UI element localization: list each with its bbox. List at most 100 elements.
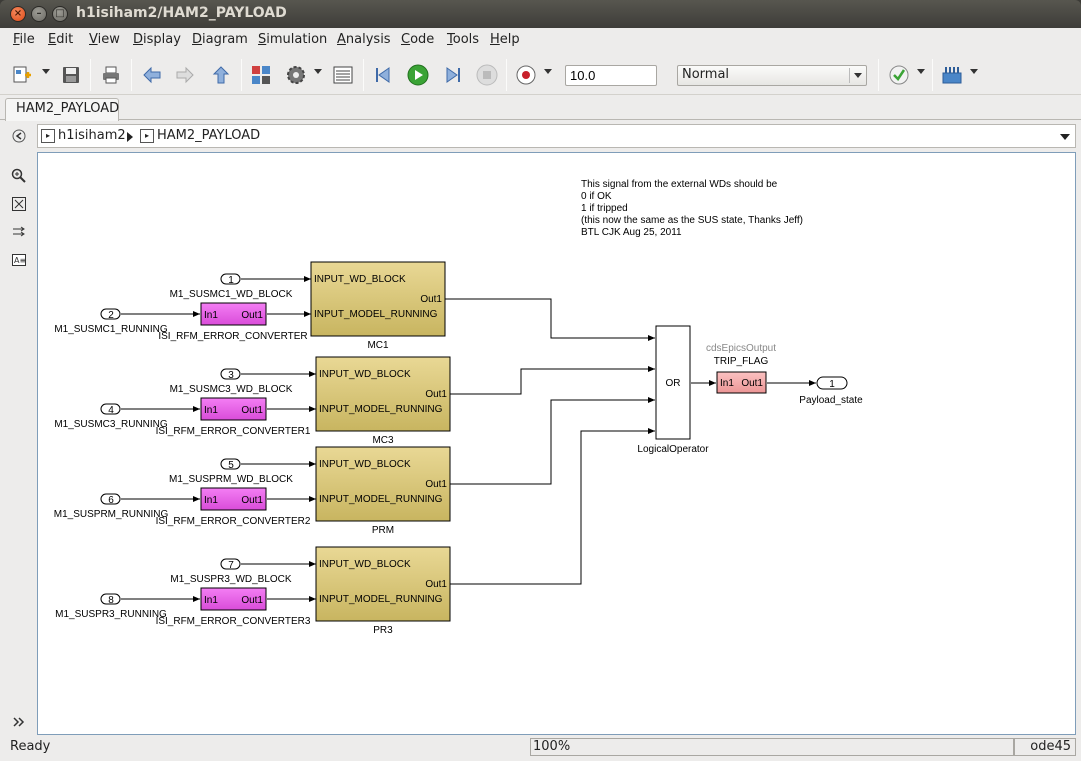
block-name: MC3 bbox=[372, 435, 394, 446]
address-dropdown-icon[interactable] bbox=[1060, 134, 1070, 140]
inport-block[interactable] bbox=[220, 368, 241, 380]
model-advisor-dropdown-icon[interactable] bbox=[917, 69, 925, 74]
inport-label: M1_SUSMC3_WD_BLOCK bbox=[170, 384, 293, 395]
outport-number: 1 bbox=[829, 379, 835, 390]
port-label: INPUT_WD_BLOCK bbox=[319, 559, 411, 570]
menu-tools[interactable]: Tools bbox=[447, 32, 480, 47]
zoom-icon[interactable] bbox=[11, 168, 27, 184]
new-model-icon[interactable] bbox=[10, 63, 34, 87]
error-converter-block[interactable] bbox=[200, 587, 267, 611]
solver-name: ode45 bbox=[1014, 738, 1076, 756]
logical-op-label: OR bbox=[666, 378, 681, 389]
inport-block[interactable] bbox=[220, 558, 241, 570]
hide-browser-icon[interactable] bbox=[12, 129, 26, 143]
annotation-note-line: BTL CJK Aug 25, 2011 bbox=[581, 227, 682, 238]
inport-block[interactable] bbox=[100, 493, 121, 505]
menu-bar: File Edit View Display Diagram Simulatio… bbox=[0, 28, 1081, 54]
diagram-canvas[interactable]: This signal from the external WDs should… bbox=[37, 152, 1076, 735]
inport-number: 3 bbox=[228, 370, 234, 381]
signal-arrowhead bbox=[304, 276, 311, 282]
up-icon[interactable] bbox=[209, 63, 233, 87]
subsystem-block[interactable] bbox=[310, 261, 446, 337]
run-icon[interactable] bbox=[406, 63, 430, 87]
library-browser-icon[interactable] bbox=[249, 63, 273, 87]
build-dropdown-icon[interactable] bbox=[970, 69, 978, 74]
menu-analysis[interactable]: Analysis bbox=[337, 32, 391, 47]
menu-edit[interactable]: Edit bbox=[48, 32, 74, 47]
signal-arrowhead bbox=[193, 311, 200, 317]
menu-display[interactable]: Display bbox=[133, 32, 181, 47]
stop-icon[interactable] bbox=[475, 63, 499, 87]
new-model-dropdown-icon[interactable] bbox=[42, 69, 50, 74]
menu-simulation[interactable]: Simulation bbox=[258, 32, 328, 47]
subsystem-block[interactable] bbox=[315, 446, 451, 522]
outport-block[interactable] bbox=[816, 376, 848, 390]
menu-help[interactable]: Help bbox=[490, 32, 520, 47]
maximize-window-button[interactable]: □ bbox=[52, 6, 68, 22]
epics-output-block[interactable] bbox=[716, 371, 767, 394]
error-converter-block[interactable] bbox=[200, 302, 267, 326]
record-icon[interactable] bbox=[514, 63, 538, 87]
inport-label: M1_SUSMC1_RUNNING bbox=[54, 324, 168, 335]
block-name: ISI_RFM_ERROR_CONVERTER1 bbox=[156, 426, 311, 437]
title-bar: × – □ h1isiham2/HAM2_PAYLOAD bbox=[0, 0, 1081, 28]
model-config-dropdown-icon[interactable] bbox=[314, 69, 322, 74]
inport-number: 6 bbox=[108, 495, 114, 506]
signal-arrowhead bbox=[309, 596, 316, 602]
model-explorer-icon[interactable] bbox=[331, 63, 355, 87]
signal-arrowhead bbox=[309, 406, 316, 412]
back-icon[interactable] bbox=[140, 63, 164, 87]
signal-arrowhead bbox=[648, 428, 655, 434]
inport-block[interactable] bbox=[100, 403, 121, 415]
port-label: INPUT_WD_BLOCK bbox=[319, 459, 411, 470]
breadcrumb-item-h1isiham2[interactable]: ▸ h1isiham2 bbox=[41, 128, 126, 143]
port-label: Out1 bbox=[425, 479, 447, 490]
menu-code[interactable]: Code bbox=[401, 32, 435, 47]
window-title: h1isiham2/HAM2_PAYLOAD bbox=[76, 5, 287, 21]
inport-block[interactable] bbox=[220, 273, 241, 285]
block-name: PR3 bbox=[373, 625, 393, 636]
port-label: Out1 bbox=[241, 310, 263, 321]
subsystem-block[interactable] bbox=[315, 356, 451, 432]
fit-to-view-icon[interactable] bbox=[11, 196, 27, 212]
forward-icon[interactable] bbox=[173, 63, 197, 87]
arrow-tool-icon[interactable] bbox=[11, 224, 27, 240]
error-converter-block[interactable] bbox=[200, 487, 267, 511]
port-label: Out1 bbox=[741, 378, 763, 389]
save-icon[interactable] bbox=[59, 63, 83, 87]
expand-palette-icon[interactable] bbox=[11, 714, 27, 730]
block-name: MC1 bbox=[367, 340, 389, 351]
port-label: Out1 bbox=[425, 389, 447, 400]
inport-block[interactable] bbox=[220, 458, 241, 470]
menu-view[interactable]: View bbox=[89, 32, 120, 47]
subsystem-block[interactable] bbox=[315, 546, 451, 622]
model-config-icon[interactable] bbox=[284, 63, 308, 87]
close-window-button[interactable]: × bbox=[10, 6, 26, 22]
print-icon[interactable] bbox=[99, 63, 123, 87]
breadcrumb-item-ham2-payload[interactable]: ▸ HAM2_PAYLOAD bbox=[140, 128, 260, 143]
tab-ham2-payload[interactable]: HAM2_PAYLOAD bbox=[5, 98, 119, 121]
breadcrumb-separator-icon bbox=[127, 132, 133, 142]
inport-label: M1_SUSPRM_RUNNING bbox=[54, 509, 169, 520]
annotation-note-line: (this now the same as the SUS state, Tha… bbox=[581, 215, 803, 226]
inport-block[interactable] bbox=[100, 593, 121, 605]
inport-block[interactable] bbox=[100, 308, 121, 320]
port-label: INPUT_MODEL_RUNNING bbox=[319, 494, 443, 505]
record-dropdown-icon[interactable] bbox=[544, 69, 552, 74]
palette-toolbar: A≡ bbox=[0, 152, 36, 734]
menu-diagram[interactable]: Diagram bbox=[192, 32, 248, 47]
port-label: Out1 bbox=[241, 495, 263, 506]
build-icon[interactable] bbox=[940, 63, 964, 87]
step-back-icon[interactable] bbox=[372, 63, 396, 87]
model-advisor-icon[interactable] bbox=[887, 63, 911, 87]
stop-time-input[interactable] bbox=[565, 65, 657, 86]
port-label: In1 bbox=[204, 595, 218, 606]
signal-arrowhead bbox=[309, 461, 316, 467]
minimize-window-button[interactable]: – bbox=[31, 6, 47, 22]
menu-file[interactable]: File bbox=[13, 32, 35, 47]
step-forward-icon[interactable] bbox=[440, 63, 464, 87]
annotation-icon[interactable]: A≡ bbox=[11, 252, 27, 268]
error-converter-block[interactable] bbox=[200, 397, 267, 421]
simulation-mode-select[interactable]: Normal bbox=[677, 65, 867, 86]
logical-operator-block[interactable] bbox=[655, 325, 691, 440]
